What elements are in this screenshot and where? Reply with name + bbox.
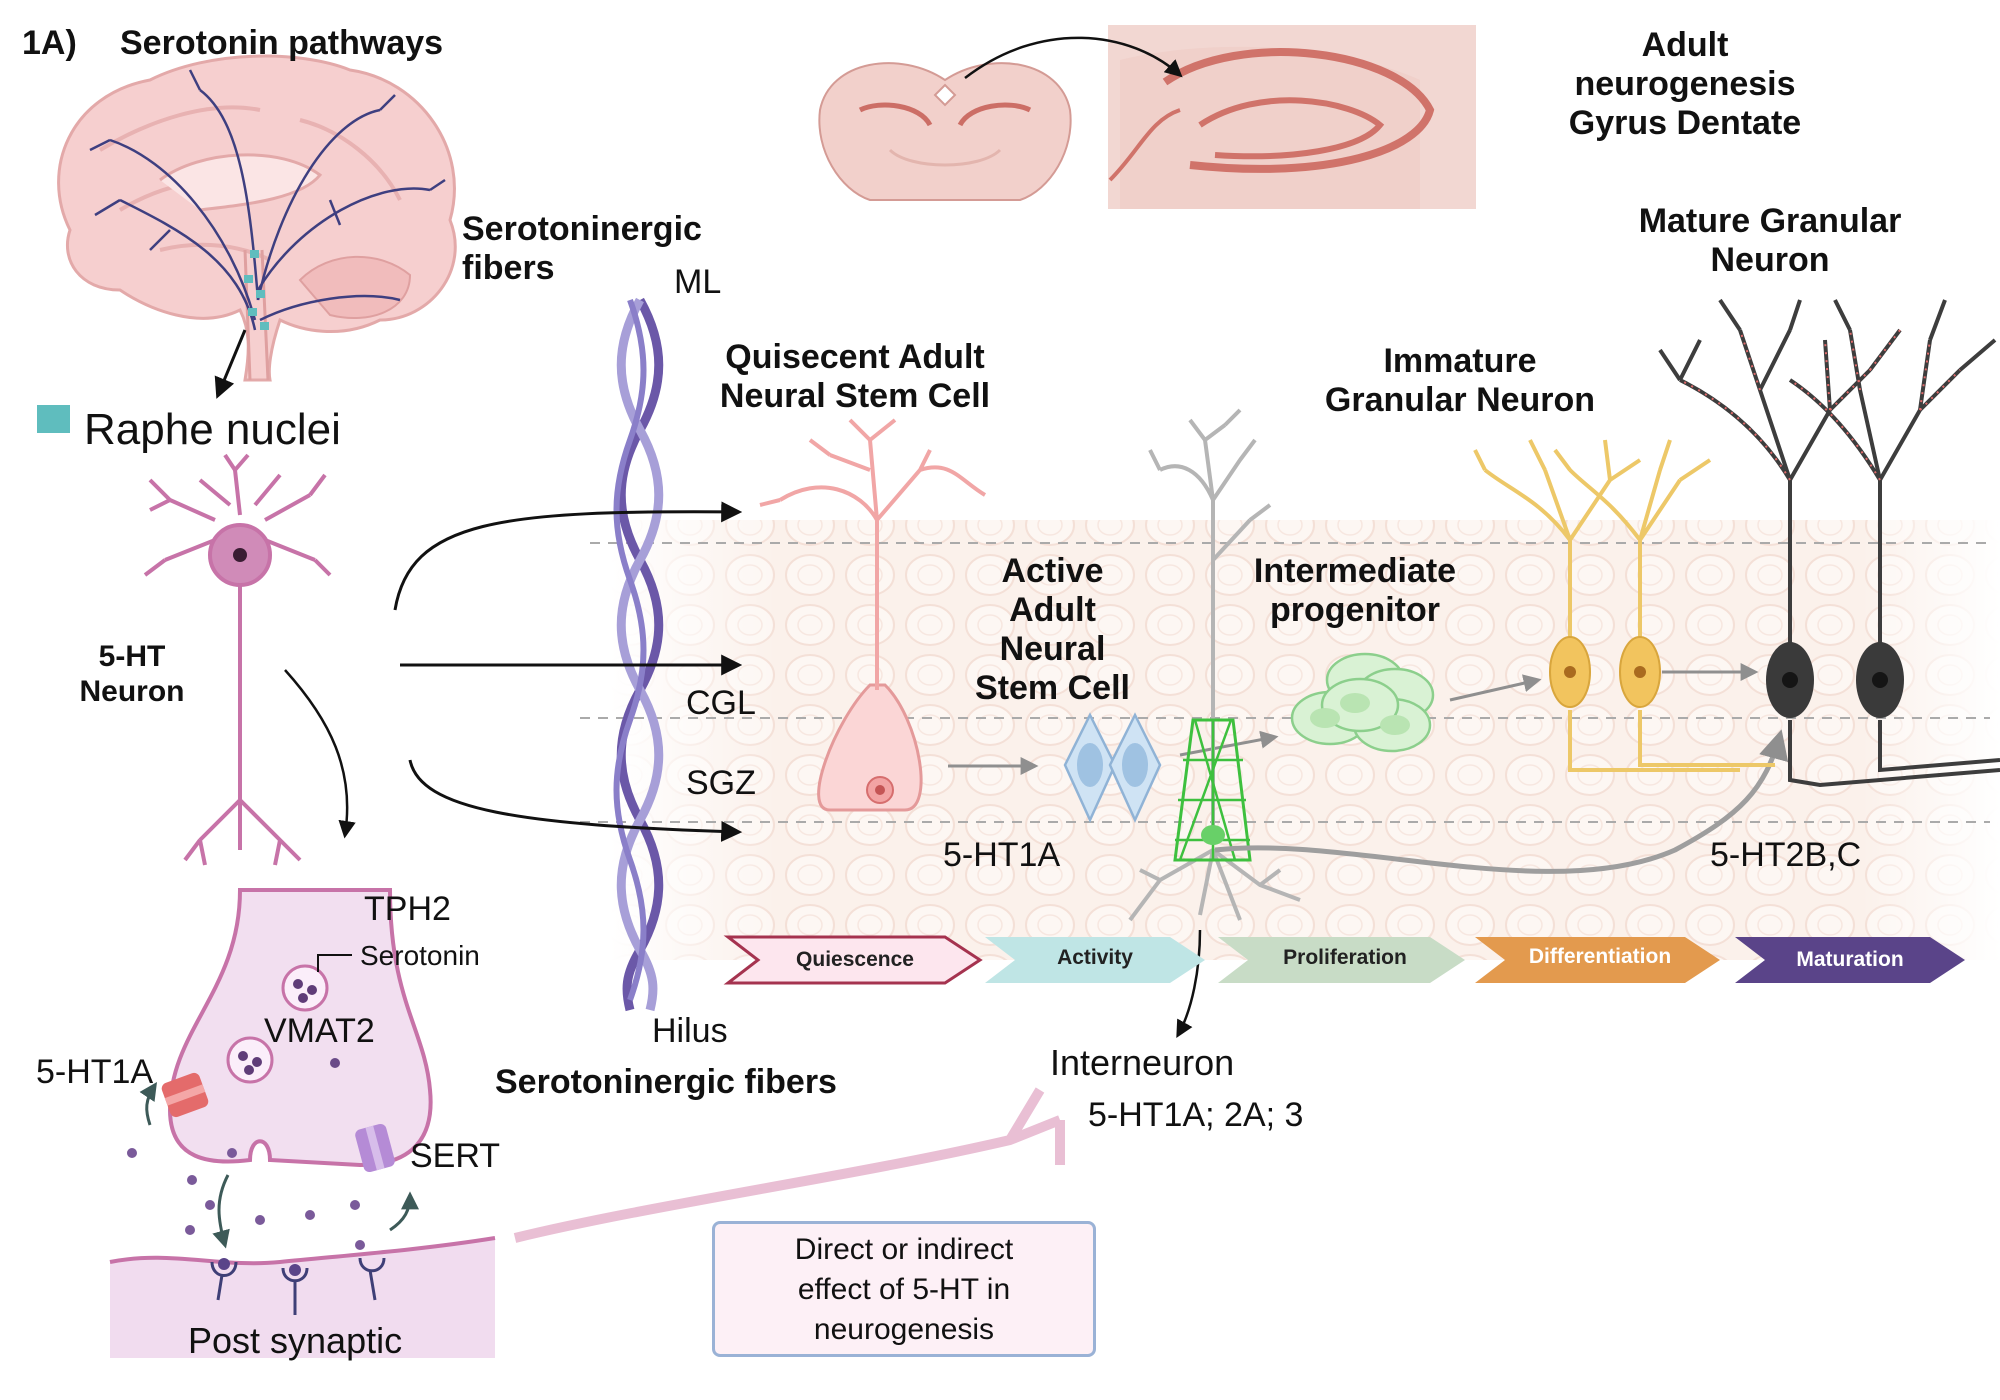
zoom-arrow bbox=[964, 36, 1183, 79]
gyrus-line1: Adult bbox=[1641, 26, 1729, 64]
arrow-5ht2bc bbox=[1214, 729, 1789, 874]
fibers-top-label: Serotoninergic fibers bbox=[462, 210, 702, 288]
tph2-label: TPH2 bbox=[364, 890, 451, 928]
interneuron-receptors-label: 5-HT1A; 2A; 3 bbox=[1088, 1096, 1304, 1134]
receptor-5ht2bc-label: 5-HT2B,C bbox=[1710, 836, 1862, 874]
layer-label-cgl: CGL bbox=[686, 684, 756, 722]
synapse-5ht1a-label: 5-HT1A bbox=[36, 1053, 154, 1091]
quiescent-stem-cell bbox=[759, 418, 987, 812]
raphe-legend-swatch bbox=[37, 405, 70, 433]
intermediate-line1: Intermediate bbox=[1253, 552, 1457, 590]
fibers-line1: Serotoninergic bbox=[462, 210, 702, 248]
active-cell-label: Active Adult Neural Stem Cell bbox=[940, 552, 1165, 708]
immature-line1: Immature bbox=[1383, 342, 1537, 380]
stage-label-activity: Activity bbox=[1057, 946, 1133, 969]
stage-chevron-differentiation bbox=[1475, 937, 1720, 983]
arrow-intermediate-immature bbox=[1449, 674, 1542, 702]
gyrus-title: Adult neurogenesis Gyrus Dentate bbox=[1530, 26, 1840, 143]
effect-box: Direct or indirect effect of 5-HT in neu… bbox=[712, 1221, 1096, 1357]
stage-label-proliferation: Proliferation bbox=[1283, 946, 1407, 969]
stage-label-differentiation: Differentiation bbox=[1528, 945, 1672, 968]
neuron-5ht-line1: 5-HT bbox=[98, 640, 166, 673]
post-synaptic-label: Post synaptic bbox=[188, 1320, 403, 1361]
brain-illustration bbox=[57, 54, 457, 399]
serotonin-neuron bbox=[143, 453, 332, 866]
active-line4: Stem Cell bbox=[975, 669, 1130, 708]
layer-label-hilus: Hilus bbox=[652, 1012, 728, 1050]
projection-arrows bbox=[393, 501, 743, 842]
serotonin-label: Serotonin bbox=[360, 940, 480, 971]
receptor-5ht1a-label: 5-HT1A bbox=[943, 836, 1061, 874]
intermediate-label: Intermediate progenitor bbox=[1225, 552, 1485, 630]
layer-label-sgz: SGZ bbox=[686, 764, 756, 802]
panel-label: 1A) bbox=[22, 24, 77, 62]
mature-granular-neurons bbox=[1658, 298, 2000, 788]
gyrus-line3: Gyrus Dentate bbox=[1568, 104, 1802, 143]
interneuron-axon bbox=[513, 1087, 1065, 1243]
quiescent-cell-label: Quisecent Adult Neural Stem Cell bbox=[690, 338, 1020, 416]
quiescent-line2: Neural Stem Cell bbox=[719, 377, 991, 416]
fibers-bottom-label: Serotoninergic fibers bbox=[495, 1063, 837, 1101]
synapse-illustration bbox=[109, 888, 496, 1358]
effect-line2: effect of 5-HT in bbox=[797, 1273, 1011, 1306]
immature-granular-neurons bbox=[1473, 439, 1775, 772]
immature-line2: Granular Neuron bbox=[1324, 381, 1596, 420]
coronal-section bbox=[818, 62, 1072, 201]
arrow-to-synapse bbox=[284, 669, 356, 839]
arrow-active-intermediate bbox=[1179, 730, 1279, 757]
neuron-5ht-label: 5-HT Neuron bbox=[62, 640, 202, 709]
arrow-to-interneuron-label bbox=[1176, 929, 1202, 1039]
stage-chevron-quiescence bbox=[723, 935, 983, 985]
stage-chevron-activity bbox=[985, 937, 1205, 983]
fibers-line2: fibers bbox=[462, 249, 555, 288]
active-line3: Neural bbox=[999, 630, 1106, 669]
quiescent-line1: Quisecent Adult bbox=[725, 338, 985, 376]
active-stem-cells bbox=[1063, 712, 1162, 824]
active-line2: Adult bbox=[1009, 591, 1096, 630]
sert-label: SERT bbox=[410, 1137, 501, 1175]
mature-label: Mature Granular Neuron bbox=[1610, 202, 1930, 280]
interneuron-label: Interneuron bbox=[1050, 1042, 1235, 1083]
effect-line3: neurogenesis bbox=[813, 1313, 995, 1346]
interneuron bbox=[1128, 408, 1301, 922]
gyrus-line2: neurogenesis bbox=[1574, 65, 1796, 104]
vmat2-label: VMAT2 bbox=[264, 1012, 375, 1050]
neuron-5ht-line2: Neuron bbox=[79, 674, 185, 708]
stage-chevron-proliferation bbox=[1218, 937, 1465, 983]
stage-label-quiescence: Quiescence bbox=[796, 948, 914, 971]
fiber-helix bbox=[613, 297, 664, 1012]
figure-title: Serotonin pathways bbox=[120, 24, 444, 62]
stage-label-maturation: Maturation bbox=[1796, 948, 1904, 971]
layer-label-ml: ML bbox=[674, 263, 722, 301]
stage-chevrons bbox=[723, 935, 1965, 985]
mature-line1: Mature Granular bbox=[1638, 202, 1902, 240]
dentate-zoom bbox=[1108, 25, 1476, 209]
active-line1: Active bbox=[1001, 552, 1104, 590]
raphe-label: Raphe nuclei bbox=[84, 405, 341, 454]
effect-line1: Direct or indirect bbox=[794, 1233, 1014, 1266]
mature-line2: Neuron bbox=[1710, 241, 1830, 280]
intermediate-progenitors bbox=[1290, 652, 1435, 753]
intermediate-line2: progenitor bbox=[1270, 591, 1440, 630]
immature-label: Immature Granular Neuron bbox=[1300, 342, 1620, 420]
stage-chevron-maturation bbox=[1735, 937, 1965, 983]
